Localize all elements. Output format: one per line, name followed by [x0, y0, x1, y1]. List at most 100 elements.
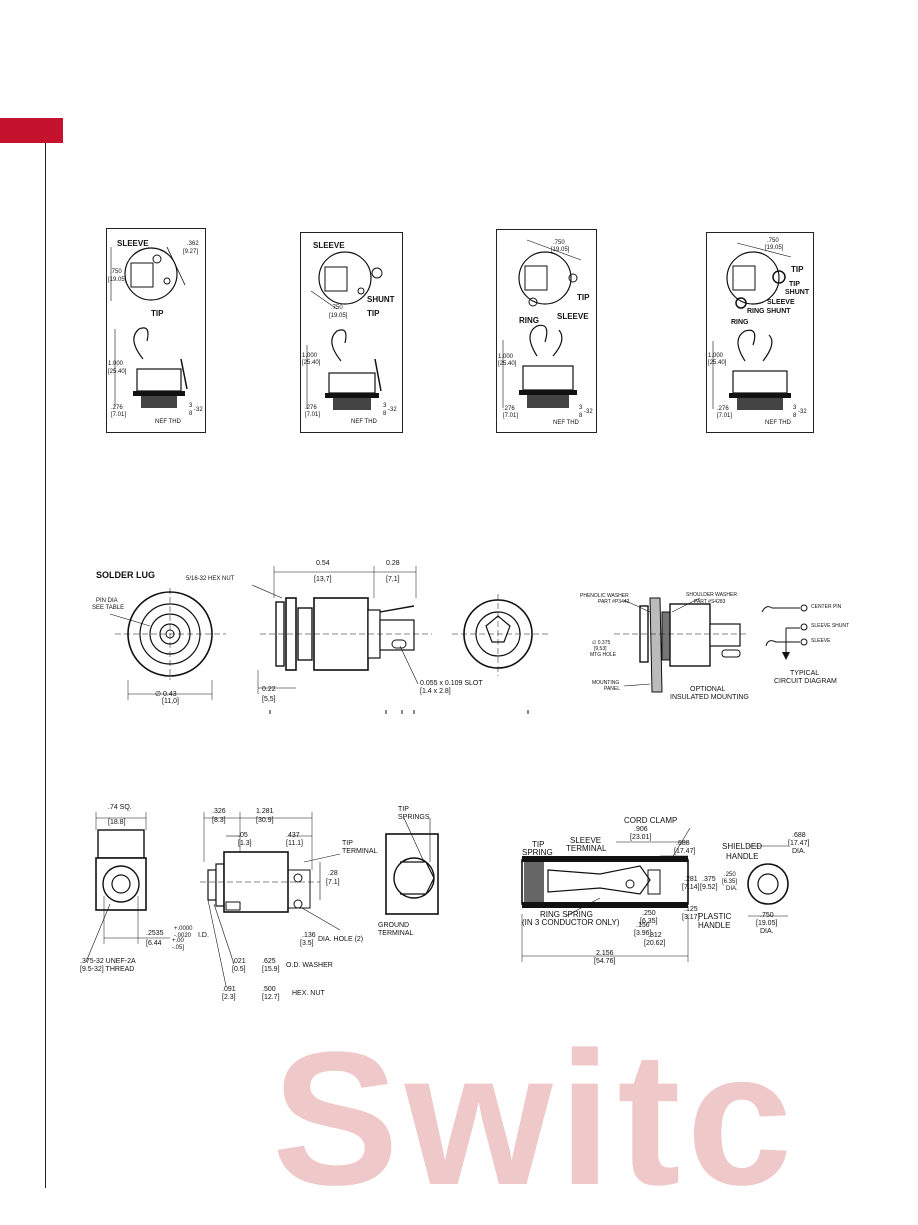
- dim: .74 SQ.: [108, 804, 132, 811]
- jack-panel-1: SLEEVE .362 [9.27] .750 [19.05] TIP 1.00…: [106, 228, 206, 433]
- hex-nut-label: 5/16-32 HEX NUT: [186, 576, 235, 582]
- dim: [18.8]: [108, 819, 126, 826]
- dim: .906: [634, 826, 648, 833]
- sleeve-label: SLEEVE: [811, 638, 831, 644]
- typical-label: TYPICAL: [790, 670, 820, 677]
- dia-label: DIA.: [792, 848, 806, 855]
- dim: NEF THD: [155, 419, 181, 425]
- label-sleeve: SLEEVE: [313, 241, 345, 250]
- dim: .281: [684, 876, 698, 883]
- label-tip: TIP: [791, 265, 804, 274]
- dim: [6.35]: [722, 879, 738, 885]
- dim: .276: [503, 406, 515, 412]
- dim: [12.7]: [262, 994, 280, 1001]
- dim: .276: [111, 405, 123, 411]
- insulated-mounting-view: [614, 597, 748, 693]
- dim: [9.52]: [700, 884, 718, 891]
- tip-springs-label: TIP: [398, 806, 409, 813]
- mtg-hole-dia: ∅ 0.375: [592, 640, 611, 646]
- label-ring: RING: [731, 319, 749, 326]
- jack-square-front-view: [85, 812, 170, 963]
- dim: .750: [553, 240, 565, 246]
- dim: [25.40]: [302, 360, 321, 366]
- dim: [30.9]: [256, 817, 274, 824]
- label-shunt: SHUNT: [785, 289, 810, 296]
- jack-drawing-2: [306, 251, 383, 410]
- pin-dia-label: PIN DIA: [96, 598, 118, 604]
- rear-view: [452, 594, 548, 676]
- plastic-handle-label: PLASTIC: [698, 912, 732, 921]
- label-sleeve: SLEEVE: [557, 312, 589, 321]
- circuit-diagram: [761, 604, 808, 660]
- dim: .05: [238, 832, 248, 839]
- jack-panel-4: .750 [19.05] TIP TIP SHUNT SLEEVE RING S…: [706, 232, 814, 433]
- tip-terminal-label: TIP: [342, 840, 353, 847]
- mounting-panel-label: MOUNTING: [592, 680, 620, 686]
- ground-terminal-label-2: TERMINAL: [378, 930, 414, 937]
- dim: 8: [189, 411, 193, 417]
- dim: -32: [194, 407, 203, 413]
- dim: .750: [767, 238, 779, 244]
- dim: [19.05]: [108, 277, 127, 283]
- dim: .362: [187, 241, 199, 247]
- label-sleeve: SLEEVE: [767, 299, 795, 306]
- id-label: I.D.: [198, 932, 209, 939]
- dim: .021: [232, 958, 246, 965]
- dim-022: 0.22: [262, 686, 276, 693]
- margin-rule: [45, 143, 46, 1188]
- dim: [25.40]: [108, 369, 127, 375]
- dim: [19.05]: [551, 247, 570, 253]
- dim: .28: [328, 870, 338, 877]
- side-view: [251, 566, 432, 694]
- sleeve-shunt-label: SLEEVE SHUNT: [811, 623, 850, 629]
- dim: 1.000: [708, 353, 724, 359]
- dim: .091: [222, 986, 236, 993]
- dim-028: 0.28: [386, 560, 400, 567]
- dim: .625: [262, 958, 276, 965]
- dim: 8: [383, 411, 387, 417]
- dim: [8.3]: [212, 817, 226, 824]
- dim: [7.14]: [682, 884, 700, 891]
- dim: .156: [636, 922, 650, 929]
- plug-drawing: [521, 827, 789, 962]
- dim: [3.17]: [682, 914, 700, 921]
- dim: -32: [584, 409, 593, 415]
- dim: [7.01]: [111, 412, 127, 418]
- dim: NEF THD: [765, 420, 791, 426]
- dim: [7.01]: [717, 413, 733, 419]
- dim: [20.62]: [644, 940, 666, 947]
- dim: .500: [262, 986, 276, 993]
- front-view: [109, 588, 226, 700]
- dim: [3.96]: [634, 930, 652, 937]
- dim-043: ∅ 0.43: [155, 691, 177, 698]
- cord-clamp-label: CORD CLAMP: [624, 816, 678, 825]
- dim: [19.05]: [329, 313, 348, 319]
- tip-spring-label: TIP: [532, 840, 545, 849]
- dia-label: DIA.: [726, 886, 738, 892]
- dim: -32: [798, 409, 807, 415]
- center-pin-label: CENTER PIN: [811, 604, 842, 610]
- dim: [25.40]: [708, 360, 727, 366]
- mtg-hole-mm: [9,53]: [594, 646, 607, 652]
- dim: [2.3]: [222, 994, 236, 1001]
- jack-side-view: [200, 812, 341, 987]
- ring-spring-label: RING SPRING: [540, 910, 593, 919]
- insulated-mounting-label: INSULATED MOUNTING: [670, 694, 749, 701]
- dim: .250: [724, 872, 736, 878]
- jack-panel-2: SLEEVE SHUNT TIP .750 [19.05] 1.000 [25.…: [300, 232, 403, 433]
- label-tip-shunt: TIP: [789, 281, 800, 288]
- label-tip: TIP: [151, 309, 164, 318]
- dim: [11.1]: [286, 840, 303, 847]
- shielded-handle-label: SHIELDED: [722, 842, 763, 851]
- dim: -.05]: [172, 945, 185, 951]
- dim: .2535: [146, 930, 164, 937]
- dim: [17.47]: [788, 840, 810, 847]
- dim-110: [11,0]: [162, 698, 179, 705]
- label-tip: TIP: [577, 293, 590, 302]
- dim: .750: [760, 912, 774, 919]
- dim: [0.5]: [232, 966, 246, 973]
- dim: .375: [702, 876, 716, 883]
- dim: [6.44: [146, 940, 162, 947]
- dim: .688: [792, 832, 806, 839]
- dim: .276: [305, 405, 317, 411]
